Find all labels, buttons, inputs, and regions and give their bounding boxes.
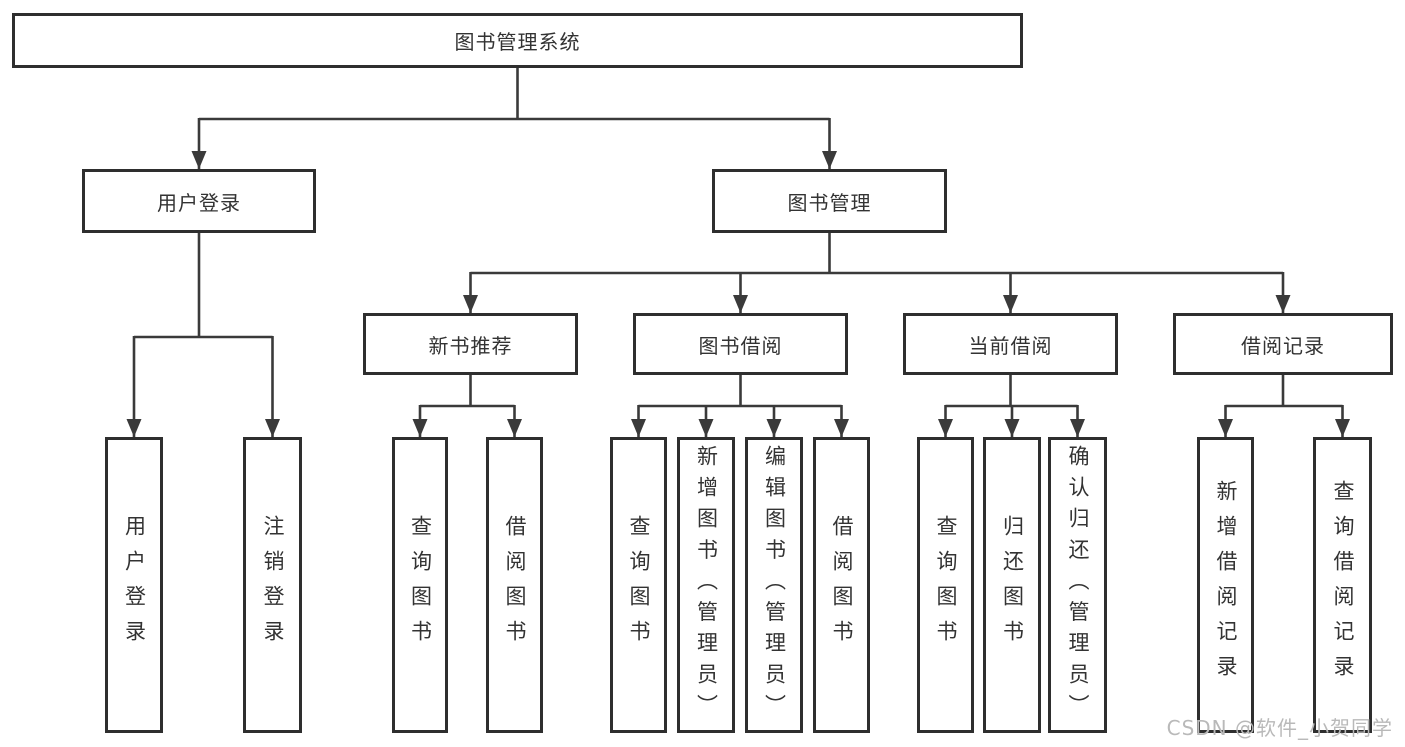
node-cb-confirm: 确认归还（管理员） <box>1048 437 1107 733</box>
node-root: 图书管理系统 <box>12 13 1023 68</box>
watermark: CSDN @软件_小贺同学 <box>1166 716 1393 740</box>
node-logout: 注销登录 <box>243 437 302 733</box>
node-cb-query: 查询图书 <box>917 437 974 733</box>
node-br-add: 新增借阅记录 <box>1197 437 1254 733</box>
node-bb-query: 查询图书 <box>610 437 667 733</box>
node-book-borrow: 图书借阅 <box>633 313 848 375</box>
node-nbr-borrow: 借阅图书 <box>486 437 543 733</box>
node-book-mgmt: 图书管理 <box>712 169 947 233</box>
node-bb-borrow: 借阅图书 <box>813 437 870 733</box>
node-current-borrow: 当前借阅 <box>903 313 1118 375</box>
node-bb-add: 新增图书（管理员） <box>677 437 735 733</box>
node-nbr-query: 查询图书 <box>392 437 448 733</box>
node-user-login: 用户登录 <box>82 169 316 233</box>
node-login: 用户登录 <box>105 437 163 733</box>
node-br-query: 查询借阅记录 <box>1313 437 1372 733</box>
node-bb-edit: 编辑图书（管理员） <box>745 437 803 733</box>
node-new-book-rec: 新书推荐 <box>363 313 578 375</box>
node-borrow-records: 借阅记录 <box>1173 313 1393 375</box>
node-cb-return: 归还图书 <box>983 437 1041 733</box>
